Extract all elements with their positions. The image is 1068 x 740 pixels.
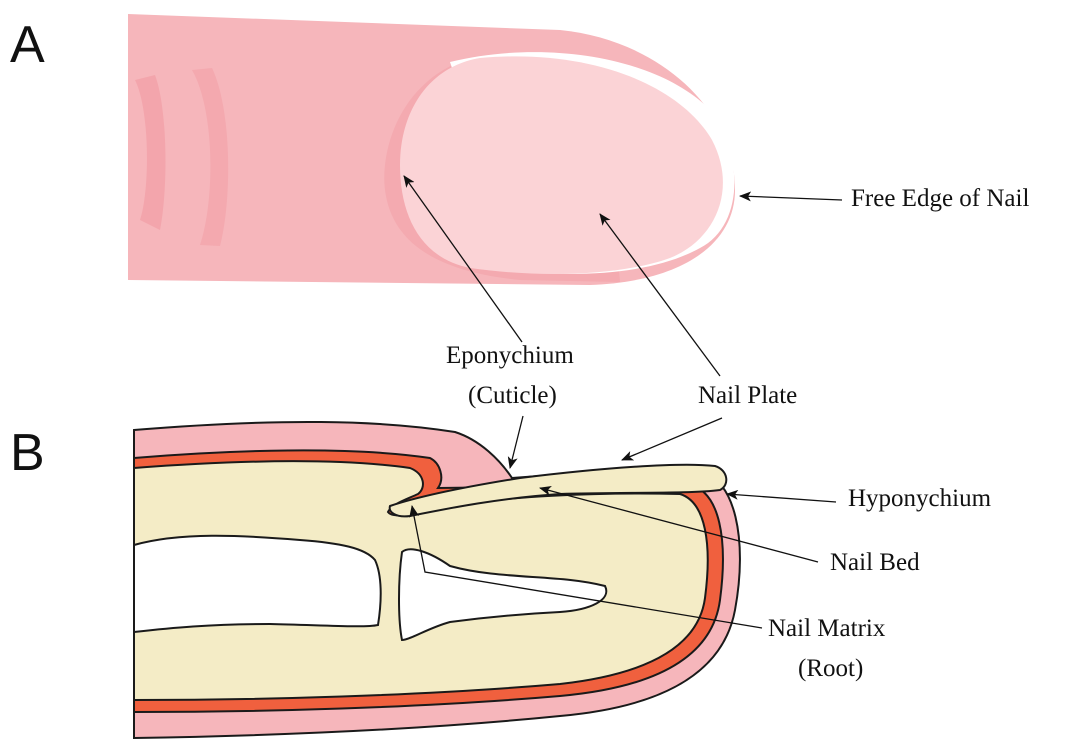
fingertip-cross-section xyxy=(134,422,740,738)
arrow-hyponychium xyxy=(727,494,836,502)
label-eponychium-line2: (Cuticle) xyxy=(468,382,557,409)
label-nail-plate: Nail Plate xyxy=(698,382,797,409)
label-nail-bed: Nail Bed xyxy=(830,549,920,576)
arrow-nail-plate-to-b xyxy=(622,418,722,460)
label-nail-matrix-line2: (Root) xyxy=(798,655,863,682)
arrow-eponychium-to-b xyxy=(510,416,523,468)
label-nail-matrix-line1: Nail Matrix xyxy=(768,615,886,642)
arrow-free-edge xyxy=(740,196,842,200)
label-eponychium-line1: Eponychium xyxy=(446,342,574,369)
panel-b-letter: B xyxy=(10,424,45,482)
label-free-edge: Free Edge of Nail xyxy=(851,185,1029,212)
label-hyponychium: Hyponychium xyxy=(848,485,992,512)
fingertip-top-view xyxy=(128,14,735,285)
panel-a-letter: A xyxy=(10,16,45,74)
